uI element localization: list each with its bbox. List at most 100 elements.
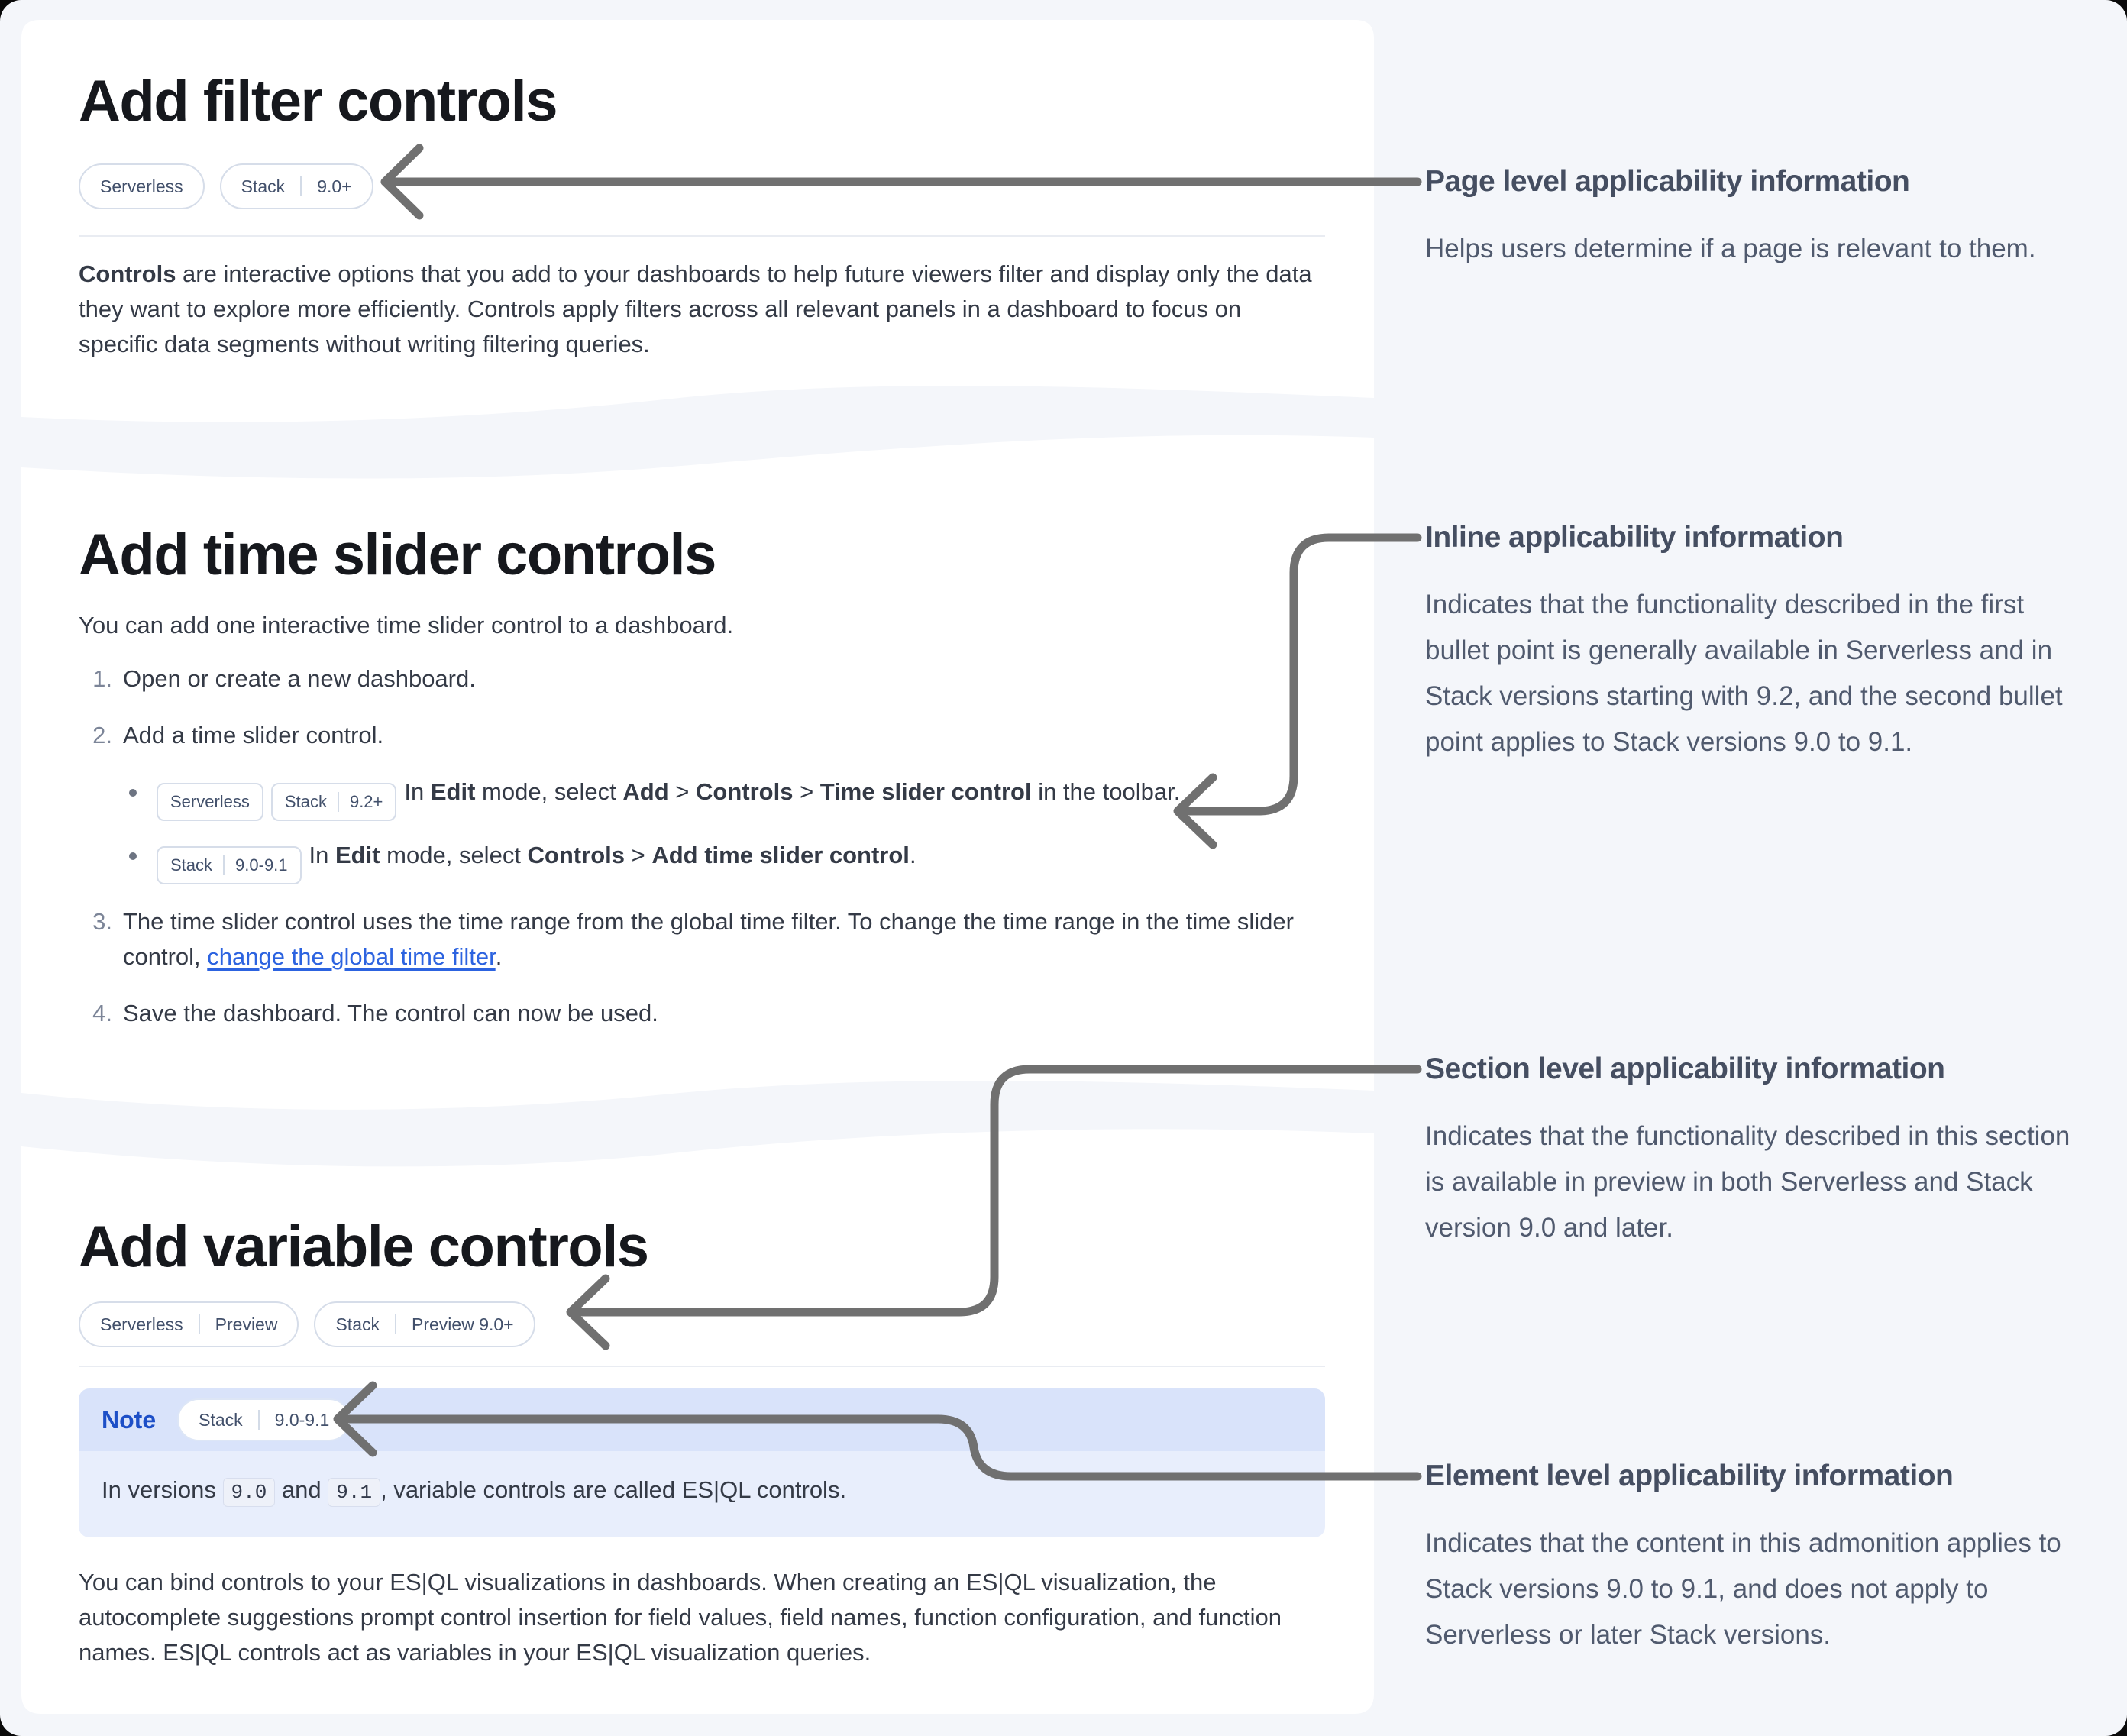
bullet-rich-text: In Edit mode, select Add > Controls > Ti… [404,778,1180,805]
step-text: Open or create a new dashboard. [123,665,476,692]
annotation-body: Indicates that the functionality describ… [1425,1121,2070,1243]
bullet-rich-text: In Edit mode, select Controls > Add time… [309,842,916,868]
step-text: Add a time slider control. [123,722,384,748]
intro-paragraph: Controls are interactive options that yo… [79,257,1325,362]
substep-list: Serverless Stack 9.2+ In Edit mode, sele… [129,774,1335,884]
card-filter-controls: Add filter controls Serverless Stack 9.0… [79,67,1325,362]
step-text: Save the dashboard. The control can now … [123,1000,658,1026]
text-segment: > [624,842,652,868]
text-segment: . [909,842,916,868]
variable-controls-paragraph: You can bind controls to your ES|QL visu… [79,1569,1282,1666]
badge-part: Stack [284,792,327,811]
section-divider [79,235,1325,237]
text-segment: are interactive options that you add to … [79,260,1312,357]
annotation-title: Page level applicability information [1425,165,1910,198]
badge-part: Preview [215,1314,278,1334]
badge-stack-preview: Stack Preview 9.0+ [314,1301,535,1347]
version-code-chip: 9.0 [222,1478,276,1507]
section-title-time-slider: Add time slider controls [79,522,716,587]
annotation-title: Section level applicability information [1425,1052,1945,1085]
badge-divider [223,855,225,875]
badge-part: 9.0-9.1 [274,1409,330,1430]
badge-part: Serverless [100,176,183,196]
version-code-chip: 9.1 [328,1478,381,1507]
annotation-body: Helps users determine if a page is relev… [1425,234,2036,263]
step-item-4: 4. Save the dashboard. The control can n… [79,996,1335,1031]
section-title-variable: Add variable controls [79,1214,649,1279]
card-variable-controls: Add variable controls Serverless Preview… [79,1213,1325,1670]
global-time-filter-link[interactable]: change the global time filter [207,943,496,970]
text-segment: . [495,943,503,970]
badge-stack: Stack 9.0+ [219,163,373,209]
text-segment: Time slider control [819,778,1032,805]
note-admonition: Note Stack 9.0-9.1 In versions 9.0 and 9… [79,1388,1325,1537]
page-applicability-badges: Serverless Stack 9.0+ [79,163,1325,209]
badge-divider [257,1410,260,1430]
badge-part: 9.2+ [349,792,383,811]
text-segment: In [309,842,335,868]
bullet-content: Stack 9.0-9.1 In Edit mode, select Contr… [157,838,916,884]
badge-part: Stack [199,1409,243,1430]
inline-badge-stack: Stack 9.2+ [270,783,397,821]
badge-part: Serverless [170,792,250,811]
text-segment: mode, select [380,842,528,868]
step-marker: 2. [92,722,112,748]
badge-divider [395,1314,396,1334]
bullet-content: Serverless Stack 9.2+ In Edit mode, sele… [157,774,1180,821]
step-marker: 4. [92,1000,112,1026]
badge-part: 9.0-9.1 [235,855,288,874]
step-text: The time slider control uses the time ra… [123,904,1335,975]
annotation-page-level: Page level applicability information Hel… [1425,163,2074,272]
bullet-dot [129,789,137,797]
badge-serverless: Serverless [79,163,205,209]
badge-divider [300,176,302,196]
text-segment: Controls [79,260,176,287]
badge-part: Stack [335,1314,380,1334]
inline-badge-serverless: Serverless [157,783,263,821]
bullet-dot [129,852,137,860]
text-segment: Edit [430,778,476,805]
badge-part: Stack [241,176,286,196]
text-segment: in the toolbar. [1031,778,1181,805]
text-segment: In versions [102,1476,223,1503]
text-segment: > [668,778,697,805]
annotation-section-level: Section level applicability information … [1425,1051,2090,1251]
annotation-body: Indicates that the functionality describ… [1425,590,2063,757]
text-segment: Add time slider control [651,842,910,868]
badge-part: Serverless [100,1314,183,1334]
annotation-element-level: Element level applicability information … [1425,1458,2090,1658]
annotation-body: Indicates that the content in this admon… [1425,1528,2061,1650]
annotation-title: Element level applicability information [1425,1460,1954,1492]
text-segment: and [275,1476,328,1503]
time-slider-intro: You can add one interactive time slider … [79,612,734,638]
step-item-1: 1. Open or create a new dashboard. [79,661,1335,697]
note-badge-stack: Stack 9.0-9.1 [177,1398,351,1441]
text-segment: Add [622,778,669,805]
step-item-2: 2. Add a time slider control. [79,718,1335,753]
badge-part: 9.0+ [317,176,352,196]
text-segment: Controls [696,778,794,805]
note-header: Note Stack 9.0-9.1 [79,1388,1325,1451]
bullet-item-stack90-91: Stack 9.0-9.1 In Edit mode, select Contr… [129,838,1335,884]
note-label: Note [102,1405,157,1434]
badge-part: Stack [170,855,213,874]
badge-serverless-preview: Serverless Preview [79,1301,299,1347]
section-applicability-badges: Serverless Preview Stack Preview 9.0+ [79,1301,1325,1347]
badge-part: Preview 9.0+ [412,1314,514,1334]
text-segment: , variable controls are called ES|QL con… [380,1476,847,1503]
inline-badge-stack: Stack 9.0-9.1 [157,846,302,884]
step-item-3: 3. The time slider control uses the time… [79,904,1335,975]
step-marker: 3. [92,908,112,935]
text-segment: > [793,778,820,805]
step-marker: 1. [92,665,112,692]
annotation-title: Inline applicability information [1425,521,1844,554]
text-segment: In [404,778,431,805]
card-time-slider: Add time slider controls You can add one… [79,521,1335,1031]
section-divider [79,1366,1325,1367]
text-segment: mode, select [475,778,623,805]
badge-divider [337,792,339,812]
text-segment: Edit [335,842,380,868]
badge-divider [198,1314,200,1334]
text-segment: Controls [527,842,625,868]
